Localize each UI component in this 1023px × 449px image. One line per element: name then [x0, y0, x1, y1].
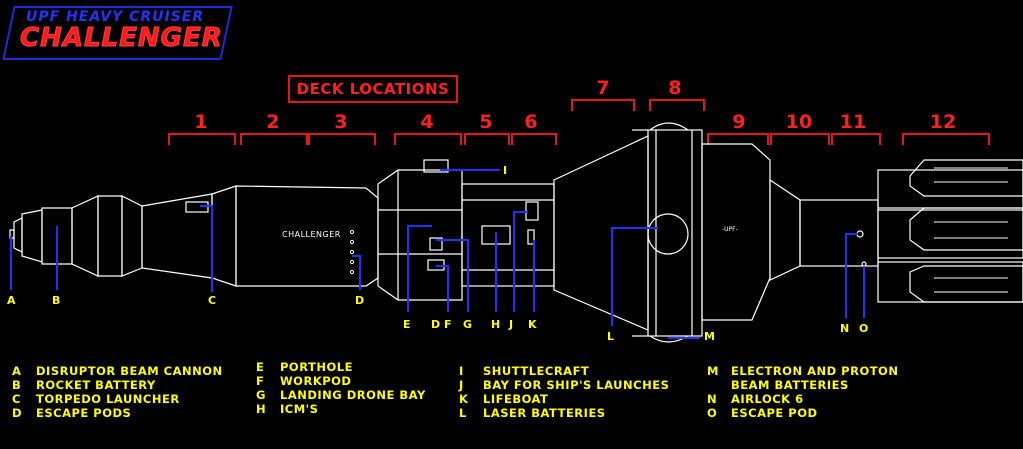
deck-bracket-10 — [770, 133, 830, 145]
callout-e: E — [403, 318, 411, 331]
deck4-block — [377, 169, 463, 301]
connector-module — [461, 183, 555, 287]
hull-marking: -UPF- — [722, 226, 738, 233]
callout-k: K — [528, 318, 537, 331]
deck-number-11: 11 — [839, 111, 867, 133]
callout-b: B — [52, 294, 61, 307]
landing-drone-bay — [429, 237, 443, 251]
forward-flare — [71, 195, 99, 277]
deck-bracket-1 — [168, 133, 236, 145]
callout-a: A — [7, 294, 16, 307]
deck7-cone — [553, 135, 649, 331]
hull-nameplate: CHALLENGER — [282, 230, 341, 239]
deck-bracket-5 — [464, 133, 510, 145]
deck-bracket-12 — [902, 133, 990, 145]
callout-m: M — [704, 330, 715, 343]
deck-bracket-2 — [240, 133, 308, 145]
callout-d: D — [355, 294, 365, 307]
deck-number-3: 3 — [334, 111, 348, 133]
rocket-battery-section — [21, 209, 43, 263]
callout-g: G — [463, 318, 473, 331]
engine-nacelle-2 — [909, 207, 1023, 251]
deck-locations-label: DECK LOCATIONS — [288, 75, 458, 103]
deck-bracket-6 — [511, 133, 557, 145]
hull-step — [211, 185, 237, 287]
engine-nacelle-3 — [909, 265, 1023, 303]
deck-number-6: 6 — [524, 111, 538, 133]
callout-d-lower: D — [431, 318, 441, 331]
deck-number-8: 8 — [668, 77, 682, 99]
deck-number-10: 10 — [785, 111, 813, 133]
deck-number-5: 5 — [479, 111, 493, 133]
deck-bracket-9 — [707, 133, 769, 145]
deck-bracket-11 — [831, 133, 881, 145]
lifeboat — [527, 229, 535, 245]
callout-i: I — [503, 164, 508, 177]
deck-bracket-7 — [571, 99, 635, 111]
callout-h: H — [491, 318, 501, 331]
title-class: UPF HEAVY CRUISER — [26, 9, 205, 25]
deck10-taper — [769, 178, 801, 281]
deck-number-12: 12 — [929, 111, 957, 133]
dome-top — [649, 122, 689, 131]
collar-taper — [121, 195, 143, 277]
callout-l: L — [607, 330, 615, 343]
engine-middle — [877, 209, 1023, 259]
deck-number-2: 2 — [266, 111, 280, 133]
deck-bracket-3 — [308, 133, 376, 145]
laser-battery-dome — [647, 213, 689, 255]
engine-lower — [877, 261, 1023, 303]
deck-number-4: 4 — [420, 111, 434, 133]
callout-n: N — [840, 322, 850, 335]
deck-bracket-4 — [394, 133, 462, 145]
engine-upper — [877, 169, 1023, 209]
engine-nacelle-1 — [909, 159, 1023, 197]
deck-number-7: 7 — [596, 77, 610, 99]
shuttlecraft — [423, 159, 449, 173]
forward-collar — [97, 195, 123, 277]
title-ship-name: CHALLENGER — [20, 23, 223, 54]
deck11-hull — [799, 199, 879, 267]
callout-c: C — [208, 294, 217, 307]
deck-number-1: 1 — [194, 111, 208, 133]
escape-pod-hatch — [861, 261, 867, 267]
callout-o: O — [859, 322, 869, 335]
deck-number-9: 9 — [732, 111, 746, 133]
legend-item: BEAM BATTERIES — [731, 378, 849, 392]
nose-cone — [13, 217, 23, 253]
deck-bracket-8 — [649, 99, 705, 111]
callout-f: F — [444, 318, 452, 331]
callout-j: J — [509, 318, 514, 331]
